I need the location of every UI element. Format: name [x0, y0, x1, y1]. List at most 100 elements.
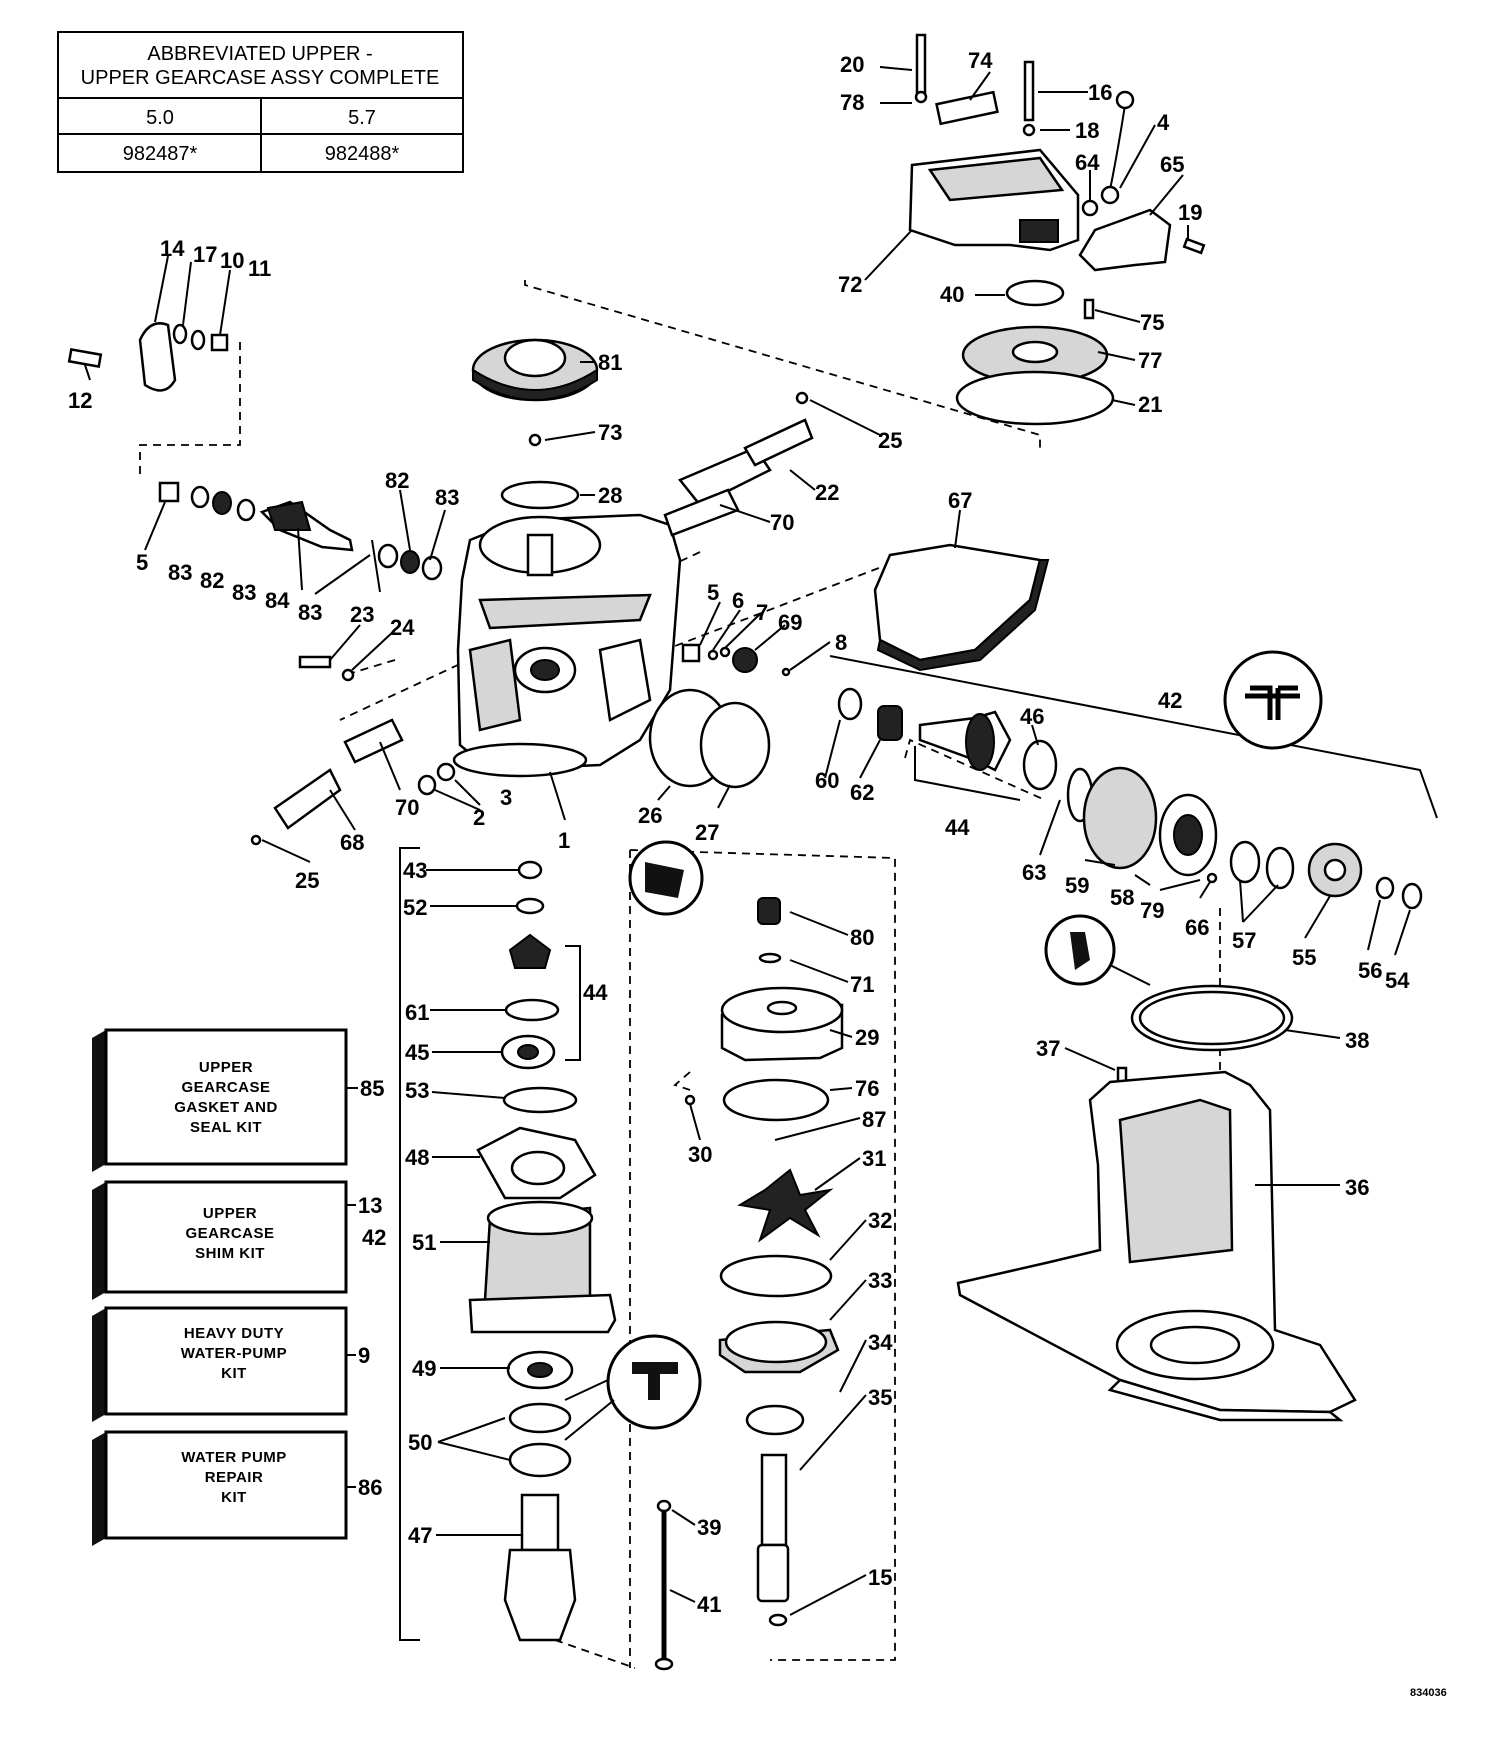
callout-81: 81: [598, 350, 622, 375]
callout-70-upper: 70: [770, 510, 794, 535]
callout-15: 15: [868, 1565, 892, 1590]
callout-73: 73: [598, 420, 622, 445]
callout-5-right: 5: [707, 580, 719, 605]
water-pump-column-parts: [654, 897, 844, 1671]
callout-87: 87: [862, 1107, 886, 1132]
detail-circle-seal-type-a: [1044, 914, 1151, 986]
callout-31: 31: [862, 1146, 886, 1171]
callout-64: 64: [1075, 150, 1100, 175]
callout-55: 55: [1292, 945, 1316, 970]
callout-23: 23: [350, 602, 374, 627]
kit-label: KIT: [221, 1365, 247, 1382]
assembly-table: ABBREVIATED UPPER - UPPER GEARCASE ASSY …: [57, 31, 464, 173]
group-brackets: [399, 655, 1438, 1641]
callout-59: 59: [1065, 873, 1089, 898]
callout-4: 4: [1157, 110, 1170, 135]
kit-box-gasket-seal: UPPER GEARCASE GASKET AND SEAL KIT 85: [92, 1028, 384, 1172]
callout-67: 67: [948, 488, 972, 513]
kit-number: 9: [358, 1343, 370, 1368]
callout-63: 63: [1022, 860, 1046, 885]
center-column-parts: [468, 860, 617, 1642]
callout-56: 56: [1358, 958, 1382, 983]
callout-84: 84: [265, 588, 290, 613]
callout-numbers: 20 74 78 16 18 4 64 65 19 72 40 75 77 21…: [68, 48, 1410, 1617]
callout-80: 80: [850, 925, 874, 950]
callout-19: 19: [1178, 200, 1202, 225]
shift-lever-parts: [67, 322, 443, 682]
kit-number: 13: [358, 1193, 382, 1218]
kit-label: UPPER: [199, 1059, 253, 1076]
callout-83-left3: 83: [298, 600, 322, 625]
kit-label: SHIM KIT: [195, 1245, 265, 1262]
callout-33: 33: [868, 1268, 892, 1293]
drive-shaft-pinion-assembly: [837, 687, 1423, 910]
callout-14: 14: [160, 236, 185, 261]
table-title-line2: UPPER GEARCASE ASSY COMPLETE: [81, 67, 440, 89]
table-col1-header: 5.0: [146, 107, 174, 129]
callout-30: 30: [688, 1142, 712, 1167]
callout-61: 61: [405, 1000, 429, 1025]
detail-circle-sealant: [628, 840, 704, 916]
callout-29: 29: [855, 1025, 879, 1050]
callout-45: 45: [405, 1040, 429, 1065]
callout-48: 48: [405, 1145, 429, 1170]
kit-label: GEARCASE: [185, 1225, 274, 1242]
kit-label: HEAVY DUTY: [184, 1325, 284, 1342]
gear-81: [471, 338, 599, 447]
callout-24: 24: [390, 615, 415, 640]
callout-69: 69: [778, 610, 802, 635]
callout-57: 57: [1232, 928, 1256, 953]
callout-44-right: 44: [945, 815, 970, 840]
callout-leader-lines: [84, 66, 1411, 1616]
callout-43: 43: [403, 858, 427, 883]
callout-12: 12: [68, 388, 92, 413]
callout-34: 34: [868, 1330, 893, 1355]
callout-76: 76: [855, 1076, 879, 1101]
ring-27: [699, 701, 771, 789]
callout-58: 58: [1110, 885, 1134, 910]
callout-40: 40: [940, 282, 964, 307]
kit-label: GEARCASE: [181, 1079, 270, 1096]
detail-circle-bearing: [606, 1334, 702, 1430]
callout-83-left1: 83: [168, 560, 192, 585]
callout-37: 37: [1036, 1036, 1060, 1061]
kit-number: 85: [360, 1076, 384, 1101]
callout-83-upper: 83: [435, 485, 459, 510]
gear-segment-67: [873, 543, 1050, 672]
lower-exhaust-housing: [956, 984, 1357, 1422]
callout-65: 65: [1160, 152, 1184, 177]
callout-79: 79: [1140, 898, 1164, 923]
callout-68: 68: [340, 830, 364, 855]
detail-circle-seal-orientation: [1223, 650, 1323, 750]
kit-label: REPAIR: [205, 1469, 264, 1486]
callout-16: 16: [1088, 80, 1112, 105]
kit-box-water-pump-repair: WATER PUMP REPAIR KIT 86: [92, 1430, 382, 1546]
callout-17: 17: [193, 242, 217, 267]
callout-62: 62: [850, 780, 874, 805]
callout-7: 7: [756, 600, 768, 625]
callout-36: 36: [1345, 1175, 1369, 1200]
kit-label: UPPER: [203, 1205, 257, 1222]
callout-82-left: 82: [200, 568, 224, 593]
callout-2: 2: [473, 805, 485, 830]
callout-6: 6: [732, 588, 744, 613]
callout-28: 28: [598, 483, 622, 508]
gasket-and-cover-plates: [250, 391, 814, 846]
callout-75: 75: [1140, 310, 1164, 335]
kit-label: SEAL KIT: [190, 1119, 262, 1136]
callout-39: 39: [697, 1515, 721, 1540]
callout-44-left: 44: [583, 980, 608, 1005]
callout-27: 27: [695, 820, 719, 845]
callout-3: 3: [500, 785, 512, 810]
callout-11: 11: [248, 256, 271, 281]
callout-78: 78: [840, 90, 864, 115]
callout-25-lower: 25: [295, 868, 319, 893]
callout-1: 1: [558, 828, 570, 853]
callout-22: 22: [815, 480, 839, 505]
kit-label: KIT: [221, 1489, 247, 1506]
kit-label: WATER PUMP: [181, 1449, 287, 1466]
kit-box-heavy-duty-water-pump: HEAVY DUTY WATER-PUMP KIT 9: [92, 1306, 370, 1422]
callout-41: 41: [697, 1592, 721, 1617]
callout-8: 8: [835, 630, 847, 655]
